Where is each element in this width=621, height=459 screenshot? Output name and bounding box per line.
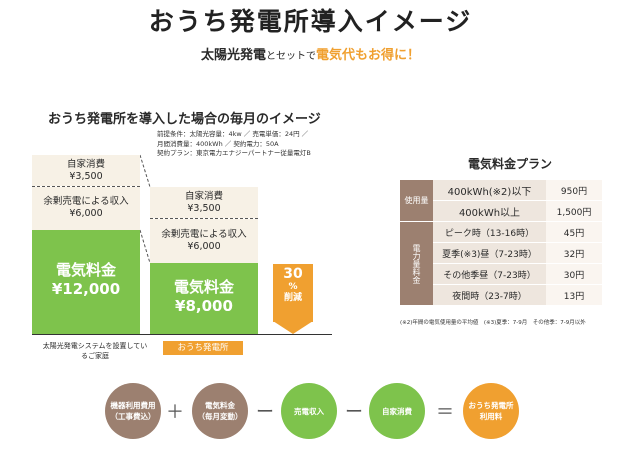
page-subtitle: 太陽光発電とセットで電気代もお得に！ [0,44,621,63]
plan-footnote: (※2)年間の電気使用量の平均値 (※3)夏季：7-9月 その他季：7-9月以外 [400,320,586,326]
circle-line: （毎月変動） [197,412,243,421]
equipment-fee-circle: 機器利用費用 （工事費込） [105,383,161,439]
table-row: 電力量料金 ピーク時（13-16時） 45円 [400,221,602,306]
connector-lines [140,154,151,264]
reduction-arrow [273,264,313,322]
plan-row-label: ピーク時（13-16時） [433,221,546,243]
plan-title: 電気料金プラン [467,157,552,171]
sell-income-circle: 売電収入 [281,383,337,439]
left-sell-value: ¥6,000 [69,208,103,219]
subtitle-solar: 太陽光発電 [200,48,266,63]
plan-row-value: 13円 [546,284,602,306]
subtitle-with-set: とセットで [266,51,316,62]
plan-row-label: 夏季(※3)昼（7-23時） [433,242,546,264]
divider [32,186,140,187]
circle-line: 電気料金 [205,401,235,410]
left-bill-block: 電気料金 ¥12,000 [32,230,140,334]
reduction-unit: % [288,282,298,292]
right-sell-label: 余剰売電による収入 [161,229,247,240]
plan-row-label: 夜間時（23-7時） [433,284,546,306]
chart-baseline [32,334,332,335]
table-row: 400kWh以上 1,500円 [400,200,602,222]
right-bill-label: 電気料金 [173,278,234,296]
circle-line: （工事費込） [110,412,156,421]
circle-line: おうち発電所 [468,401,514,410]
plan-row-value: 32円 [546,242,602,264]
right-sell-block: 余剰売電による収入 ¥6,000 [150,219,258,263]
plan-row-label: 400kWh以上 [433,200,546,222]
electricity-bill-circle: 電気料金 （毎月変動） [192,383,248,439]
left-caption: 太陽光発電システムを設置しているご家庭 [42,342,148,360]
left-self-label: 自家消費 [66,159,105,170]
right-self-label: 自家消費 [184,191,223,202]
circle-line: 利用料 [479,412,503,421]
page-title: おうち発電所導入イメージ [148,7,473,36]
left-sell-label: 余剰売電による収入 [43,196,129,207]
self-consumption-circle: 自家消費 [369,383,425,439]
table-row: 夜間時（23-7時） 13円 [400,284,602,306]
left-bill-label: 電気料金 [55,261,116,279]
plus-operator: ＋ [166,402,184,423]
left-bill-value: ¥12,000 [51,280,121,298]
reduction-text: 削減 [283,293,302,303]
right-self-consumption-block: 自家消費 ¥3,500 [150,187,258,218]
right-bill-value: ¥8,000 [175,297,233,315]
plan-row-label: 400kWh(※2)以下 [433,180,546,201]
plan-row-value: 1,500円 [546,200,602,222]
minus-operator: ー [256,402,274,423]
condition-line: 契約プラン：東京電力エナジーパートナー従量電灯B [157,149,311,157]
circle-line: 機器利用費用 [110,401,156,410]
reduction-label: 30 % 削減 [273,266,313,304]
chart-conditions: 前提条件：太陽光容量：4kw ／ 売電単価：24円 ／ 月間消費量：400kWh… [157,130,311,159]
right-self-value: ¥3,500 [187,203,221,214]
ouchi-usage-fee-circle: おうち発電所 利用料 [463,383,519,439]
plan-row-label: その他季昼（7-23時） [433,263,546,285]
plan-row-value: 950円 [546,180,602,201]
table-row: 使用量 400kWh(※2)以下 950円 [400,180,602,222]
equals-operator: ＝ [436,402,454,423]
circle-line: 売電収入 [294,406,324,416]
plan-table: 使用量 400kWh(※2)以下 950円 400kWh以上 1,500円 電力… [400,180,602,306]
plan-row-value: 30円 [546,263,602,285]
circle-line: 自家消費 [382,406,412,416]
divider [150,218,258,219]
minus-operator: ー [345,402,363,423]
table-row: その他季昼（7-23時） 30円 [400,263,602,285]
usage-side-label: 使用量 [400,180,433,222]
right-bill-block: 電気料金 ¥8,000 [150,263,258,334]
right-sell-value: ¥6,000 [187,241,221,252]
chart-title: おうち発電所を導入した場合の毎月のイメージ [48,112,321,127]
subtitle-savings: 電気代もお得に！ [316,48,421,63]
ouchi-hatsudensho-badge: おうち発電所 [163,341,243,355]
table-row: 夏季(※3)昼（7-23時） 32円 [400,242,602,264]
plan-row-value: 45円 [546,221,602,243]
condition-line: 前提条件：太陽光容量：4kw ／ 売電単価：24円 ／ [157,130,309,138]
left-self-consumption-block: 自家消費 ¥3,500 [32,155,140,186]
reduction-arrow-head [273,321,313,334]
rate-side-label: 電力量料金 [400,221,433,306]
condition-line: 月間消費量：400kWh ／ 契約電力：50A [157,139,279,148]
left-sell-block: 余剰売電による収入 ¥6,000 [32,187,140,230]
left-self-value: ¥3,500 [69,171,103,182]
reduction-value: 30 [283,266,303,282]
